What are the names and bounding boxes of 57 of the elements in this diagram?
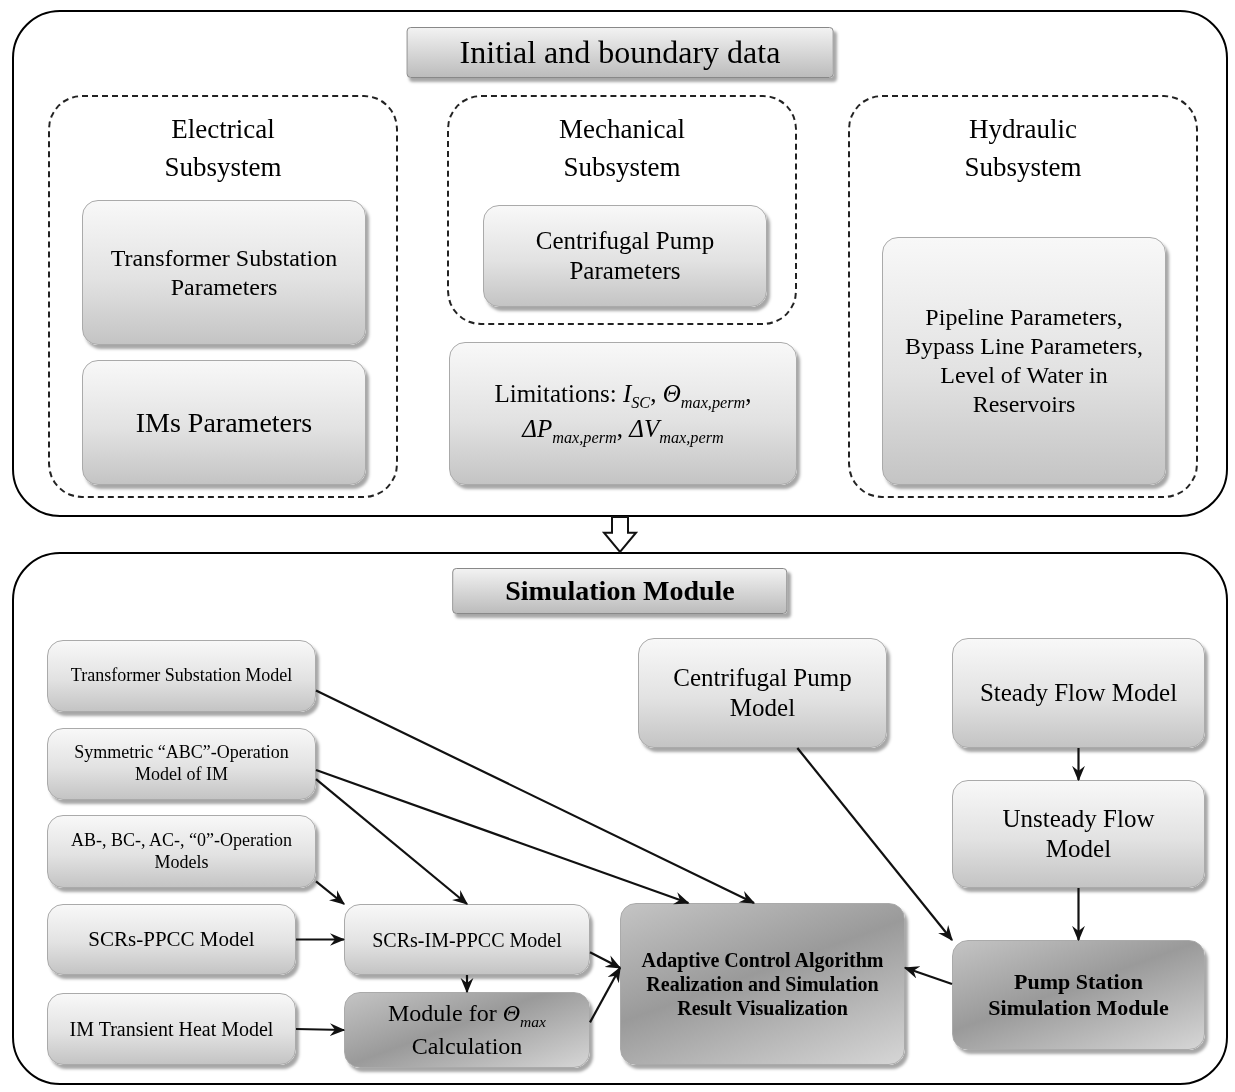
process-box — [47, 904, 296, 975]
panel — [12, 552, 1228, 1085]
arrow — [589, 951, 622, 969]
process-box — [952, 780, 1205, 888]
process-box — [882, 237, 1166, 485]
arrow — [589, 966, 621, 1023]
box-label: IM Transient Heat Model — [68, 1017, 275, 1041]
process-box — [82, 200, 366, 345]
process-box — [47, 640, 316, 712]
arrow — [315, 880, 345, 905]
process-box — [952, 638, 1205, 748]
arrow — [315, 778, 468, 905]
dashed-group — [848, 95, 1198, 498]
box-label: Transformer Substation Parameters — [109, 243, 339, 302]
process-box — [620, 903, 905, 1065]
arrow — [315, 689, 756, 904]
title-banner: Initial and boundary data — [406, 27, 834, 78]
arrow — [296, 933, 346, 946]
arrow — [1072, 748, 1085, 782]
arrow — [315, 768, 690, 905]
title-banner: Simulation Module — [452, 568, 788, 614]
panel — [12, 10, 1228, 517]
group-title: Mechanical Subsystem — [558, 113, 686, 184]
process-box — [82, 360, 366, 485]
box-label: Pipeline Parameters, Bypass Line Parameters, Level of Water in Reservoirs — [904, 303, 1144, 419]
box-label: SCRs-PPCC Model — [87, 926, 256, 953]
arrow — [1072, 888, 1085, 942]
dashed-group — [48, 95, 398, 498]
process-box — [483, 205, 767, 307]
process-box — [47, 993, 296, 1065]
process-box — [344, 904, 590, 975]
group-title: Electrical Subsystem — [163, 113, 283, 184]
box-label: AB-, BC-, AC-, “0”-Operation Models — [70, 829, 293, 874]
process-box — [47, 728, 316, 800]
process-box — [638, 638, 887, 748]
arrow — [903, 966, 953, 986]
arrow — [460, 975, 474, 994]
box-label: Steady Flow Model — [978, 678, 1179, 708]
dashed-group — [447, 95, 797, 325]
box-label: IMs Parameters — [134, 405, 314, 440]
box-label: Unsteady Flow Model — [1001, 804, 1156, 864]
process-box — [47, 815, 316, 888]
arrow — [295, 1023, 346, 1037]
box-label: Centrifugal Pump Parameters — [534, 226, 716, 286]
arrow — [796, 747, 953, 941]
box-label: Module for Θ$_{max}$ Calculation — [387, 999, 547, 1061]
process-box — [952, 940, 1205, 1050]
box-label: Transformer Substation Model — [69, 665, 294, 687]
group-title: Hydraulic Subsystem — [963, 113, 1083, 184]
process-box — [344, 992, 590, 1068]
box-label: SCRs-IM-PPCC Model — [371, 927, 563, 952]
box-label: Pump Station Simulation Module — [987, 968, 1170, 1022]
box-label: Adaptive Control Algorithm Realization and Simulation Result Visualization — [640, 948, 885, 1020]
box-label: Centrifugal Pump Model — [672, 663, 853, 723]
block-arrow — [601, 516, 639, 554]
process-box — [449, 342, 797, 485]
box-label: Symmetric “ABC”-Operation Model of IM — [73, 742, 290, 786]
